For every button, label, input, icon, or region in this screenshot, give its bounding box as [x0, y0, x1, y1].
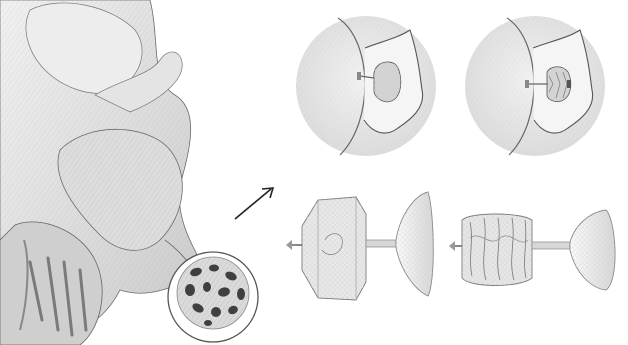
arrow-icon: [235, 188, 273, 219]
tissue-magnification: [168, 252, 258, 342]
device-lobe-disc-right: [449, 210, 615, 290]
device-in-appendage-right: [465, 16, 605, 156]
device-lobe-disc-left: [286, 192, 433, 300]
device-in-appendage-left: [296, 16, 436, 156]
